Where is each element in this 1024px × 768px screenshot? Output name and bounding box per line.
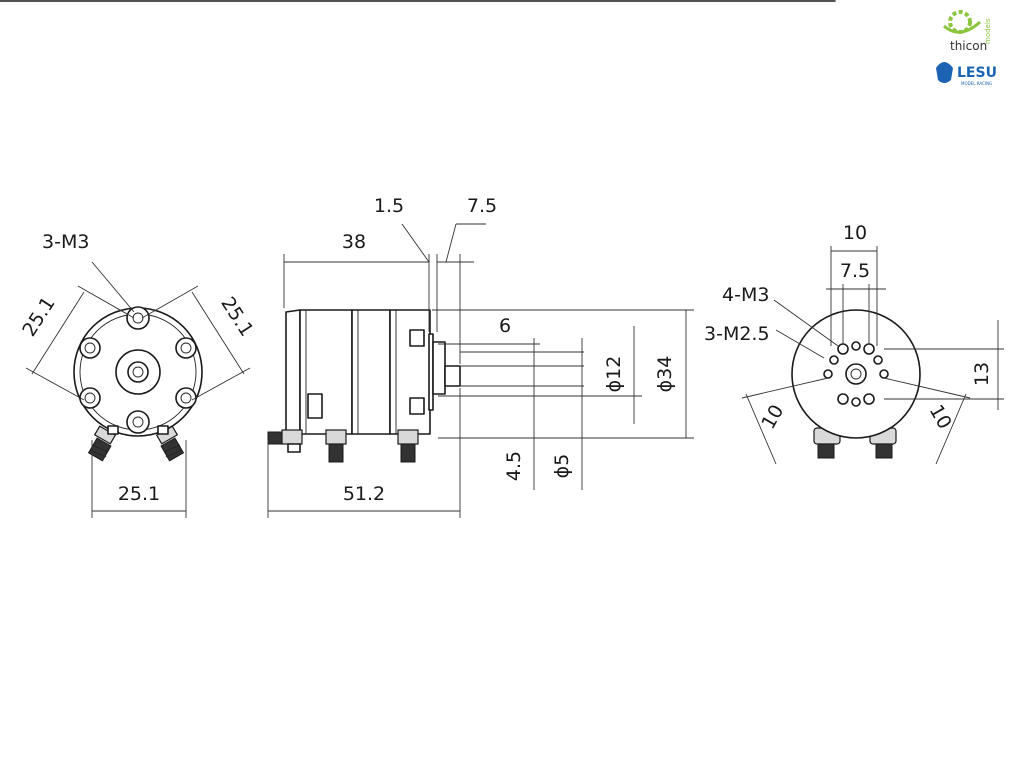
side-view: 38 1.5 7.5 6 ϕ12 ϕ34 4.5 ϕ5 51.2 <box>267 195 694 518</box>
side-fitting-1 <box>267 429 303 453</box>
label-rear-inner-spacing: 7.5 <box>840 260 870 282</box>
rear-hub <box>845 363 867 385</box>
label-side-total-length: 51.2 <box>343 483 385 505</box>
rear-body-outer <box>791 309 921 439</box>
front-hub-outer <box>115 349 161 395</box>
dim-front-right-ext1 <box>141 285 199 319</box>
front-bolt-ul <box>79 337 101 359</box>
label-rear-thread-small: 3-M2.5 <box>704 323 770 345</box>
front-fitting-right <box>155 425 185 462</box>
dim-front-right-ext2 <box>191 367 251 401</box>
rear-fitting-left <box>813 427 841 459</box>
dim-front-right-line <box>191 291 245 375</box>
front-fitting-left <box>87 425 117 462</box>
front-port-left <box>107 425 119 435</box>
thicon-subtitle: models <box>984 18 992 44</box>
thicon-wordmark: thicon <box>950 39 987 53</box>
front-bolt-lr <box>175 387 197 409</box>
label-rear-top-spacing: 10 <box>843 222 867 244</box>
lion-icon <box>936 62 953 83</box>
dim-rear-right-line <box>935 393 967 465</box>
front-hub-inner <box>127 361 149 383</box>
thicon-logo: thicon models <box>943 10 992 53</box>
rear-shaft <box>850 368 862 380</box>
front-view: 3-M3 25.1 25.1 25.1 <box>18 231 258 518</box>
label-side-body-dia: ϕ34 <box>654 356 676 393</box>
label-side-shaft-length: 7.5 <box>467 195 497 217</box>
label-rear-left-diag: 10 <box>757 401 788 433</box>
label-front-width: 25.1 <box>118 483 160 505</box>
side-fitting-3 <box>397 429 419 463</box>
gear-swoosh <box>943 20 982 34</box>
lesu-wordmark: LESU <box>957 65 997 81</box>
label-front-right-diag: 25.1 <box>216 293 257 340</box>
front-bolt-ll <box>79 387 101 409</box>
dim-front-left-line <box>31 291 85 375</box>
thread-leader-front <box>91 261 135 313</box>
label-rear-thread-large: 4-M3 <box>722 284 769 306</box>
side-shaft <box>444 365 461 387</box>
label-front-left-diag: 25.1 <box>18 293 59 340</box>
label-side-body-length: 38 <box>342 231 366 253</box>
label-side-shaft-dia: ϕ5 <box>551 454 573 479</box>
front-port-right <box>157 425 169 435</box>
side-hub <box>432 341 446 395</box>
front-bolt-bottom <box>126 410 150 434</box>
label-side-offset: 4.5 <box>503 451 525 481</box>
label-side-flat: 6 <box>499 315 511 337</box>
label-rear-vertical: 13 <box>971 362 993 386</box>
front-bolt-top <box>126 306 150 330</box>
front-bolt-ur <box>175 337 197 359</box>
side-cap-back <box>285 309 301 433</box>
label-side-hub-dia: ϕ12 <box>603 356 625 393</box>
label-side-gap: 1.5 <box>374 195 404 217</box>
label-front-thread: 3-M3 <box>42 231 89 253</box>
dim-front-left-ext1 <box>77 285 135 319</box>
side-fitting-2 <box>325 429 347 463</box>
lesu-logo: LESU MODEL RACING <box>936 62 997 86</box>
dim-rear-left-line <box>745 393 777 465</box>
thread-leader-rear-small <box>775 329 825 359</box>
lesu-subtitle: MODEL RACING <box>961 81 992 86</box>
rear-view: 10 7.5 4-M3 3-M2.5 13 10 10 <box>704 222 1004 465</box>
front-shaft <box>132 366 144 378</box>
dim-front-left-ext2 <box>25 367 85 401</box>
thread-leader-rear-large <box>773 299 839 347</box>
